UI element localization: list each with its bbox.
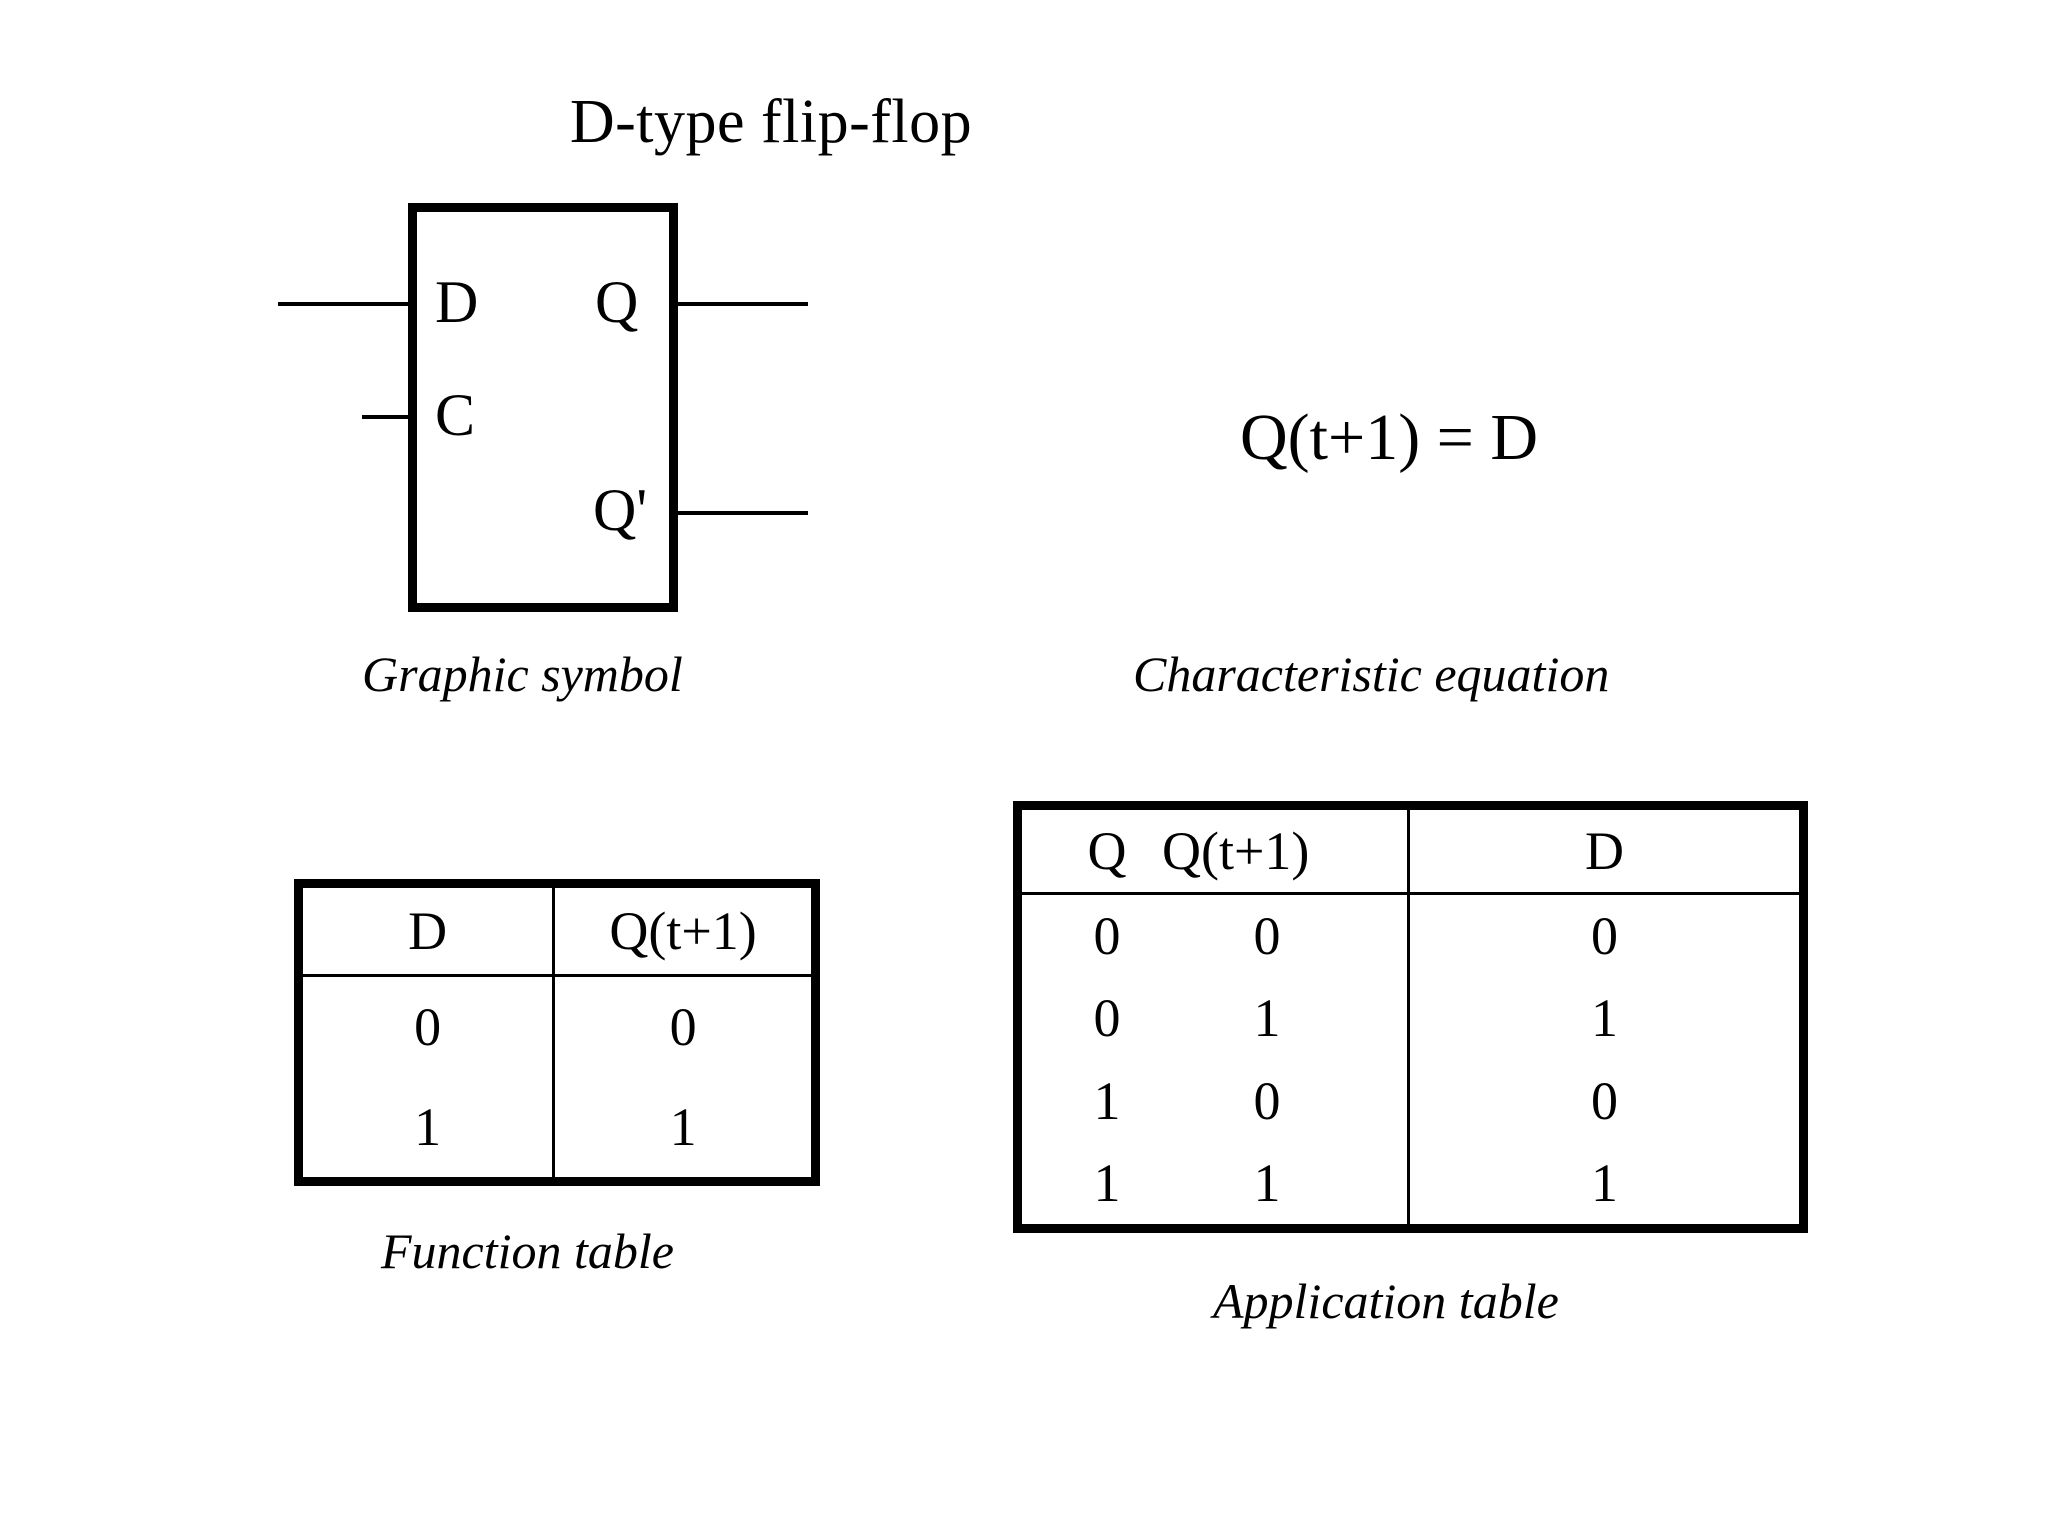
pin-label-q: Q xyxy=(595,269,639,335)
application-table-state-cell: 0 1 xyxy=(1017,977,1410,1060)
graphic-symbol-figure: D C Q Q' xyxy=(0,0,1024,720)
application-table-header-d: D xyxy=(1408,805,1804,896)
function-table-caption: Function table xyxy=(381,1223,674,1279)
table-row: 1 0 0 xyxy=(1017,1059,1804,1142)
application-table-cell-q: 0 xyxy=(1093,988,1121,1049)
d-input-wire xyxy=(278,302,412,306)
pin-label-c: C xyxy=(435,382,476,448)
table-row: 0 0 xyxy=(298,975,816,1077)
application-table-header-qnext: Q(t+1) xyxy=(1162,821,1310,882)
function-table: D Q(t+1) 0 0 1 1 xyxy=(294,879,820,1186)
characteristic-equation-caption: Characteristic equation xyxy=(1133,646,1610,702)
function-table-cell-qnext: 1 xyxy=(669,1097,697,1157)
characteristic-equation: Q(t+1) = D xyxy=(1240,401,1539,474)
qnot-output-wire xyxy=(674,511,808,515)
table-header-row: Q Q(t+1) D xyxy=(1017,805,1804,896)
function-table-cell-qnext: 0 xyxy=(669,997,697,1057)
application-table-cell-q: 0 xyxy=(1093,906,1121,967)
graphic-symbol-caption: Graphic symbol xyxy=(362,646,683,702)
table-row: 0 0 0 xyxy=(1017,893,1804,978)
application-table-cell-d: 0 xyxy=(1590,906,1618,967)
pin-label-d: D xyxy=(435,269,479,335)
application-table-caption: Application table xyxy=(1213,1273,1559,1329)
application-table-cell-qnext: 1 xyxy=(1253,1152,1281,1213)
application-table-state-cell: 1 0 xyxy=(1017,1059,1410,1142)
application-table-cell-q: 1 xyxy=(1093,1070,1121,1131)
application-table-cell-d: 0 xyxy=(1590,1070,1618,1131)
table-row: 1 1 xyxy=(298,1077,816,1182)
application-table-cell-qnext: 1 xyxy=(1253,988,1281,1049)
page-title-text: D-type flip-flop xyxy=(569,88,973,156)
table-row: 0 1 1 xyxy=(1017,977,1804,1060)
q-output-wire xyxy=(674,302,808,306)
table-row: 1 1 1 xyxy=(1017,1141,1804,1229)
page-title: D-type flip-flop xyxy=(0,86,2048,158)
application-table-header-q: Q xyxy=(1087,821,1127,882)
c-input-wire xyxy=(362,415,412,419)
application-table-cell-d: 1 xyxy=(1590,1152,1618,1213)
application-table-header-state: Q Q(t+1) xyxy=(1017,805,1410,896)
pin-label-q-not: Q' xyxy=(593,477,648,543)
flip-flop-box xyxy=(408,203,678,612)
function-table-cell-d: 0 xyxy=(298,975,556,1077)
application-table: Q Q(t+1) D 0 0 0 0 xyxy=(1013,801,1808,1233)
function-table-cell-d: 1 xyxy=(298,1077,556,1182)
function-table-header-qnext: Q(t+1) xyxy=(553,883,816,977)
table-header-row: D Q(t+1) xyxy=(298,883,816,977)
application-table-cell-qnext: 0 xyxy=(1253,1070,1281,1131)
application-table-cell-qnext: 0 xyxy=(1253,906,1281,967)
application-table-state-cell: 1 1 xyxy=(1017,1141,1410,1229)
function-table-header-d: D xyxy=(298,883,556,977)
application-table-cell-d: 1 xyxy=(1590,988,1618,1049)
application-table-state-cell: 0 0 xyxy=(1017,893,1410,978)
application-table-cell-q: 1 xyxy=(1093,1152,1121,1213)
